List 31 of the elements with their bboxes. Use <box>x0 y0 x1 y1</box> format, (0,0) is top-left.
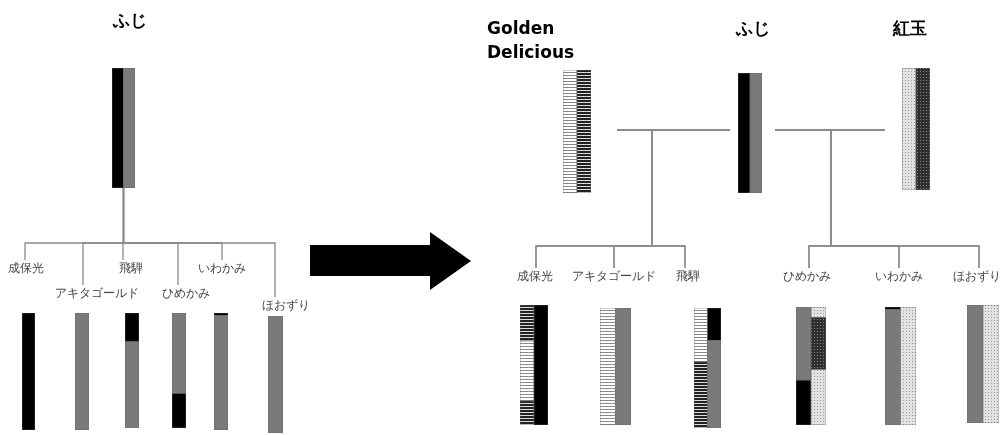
chromosome-bar <box>520 305 548 425</box>
chromosome-bar <box>172 313 186 428</box>
variety-name: 飛騨 <box>119 260 143 276</box>
variety-name: ほおずり <box>953 268 1001 284</box>
pedigree-line <box>122 187 276 298</box>
variety-name: ふじ <box>734 17 771 40</box>
chromosome-bar <box>796 307 826 425</box>
chromosome-bar <box>125 313 139 428</box>
chromosome-bar <box>967 305 999 423</box>
variety-name: ふじ <box>111 9 148 32</box>
variety-name: いわかみ <box>198 260 246 276</box>
variety-name: 飛騨 <box>676 268 700 284</box>
variety-name: ほおずり <box>262 297 310 313</box>
chromosome-bar <box>600 308 631 425</box>
variety-name: アキタゴールド <box>55 285 139 301</box>
variety-name: 成保光 <box>517 268 553 284</box>
variety-name: いわかみ <box>875 268 923 284</box>
variety-name: ひめかみ <box>162 285 210 301</box>
chromosome-bar <box>214 313 228 430</box>
pedigree-line <box>830 129 980 269</box>
chromosome-bar <box>694 308 721 428</box>
variety-name: Golden Delicious <box>487 17 576 64</box>
variety-name: アキタゴールド <box>572 268 656 284</box>
variety-name: 成保光 <box>8 260 44 276</box>
variety-name: ひめかみ <box>783 268 831 284</box>
variety-name: 紅玉 <box>891 17 928 40</box>
chromosome-bar <box>22 313 35 430</box>
chromosome-bar <box>75 313 89 430</box>
chromosome-bar <box>268 316 283 433</box>
chromosome-bar <box>885 307 916 425</box>
pedigree-line <box>651 129 731 269</box>
